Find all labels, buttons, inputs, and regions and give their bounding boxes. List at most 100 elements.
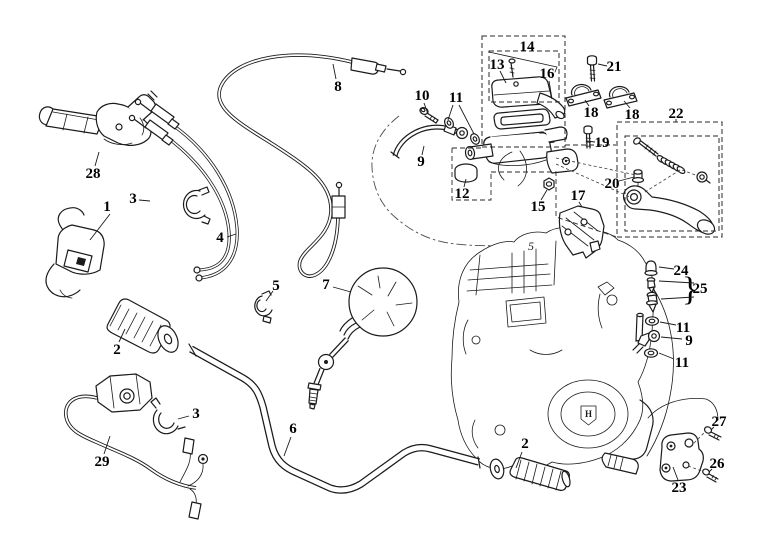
leader-line	[623, 100, 631, 109]
leader-line	[177, 415, 190, 420]
curve-mark: 5	[528, 239, 534, 253]
part-label-23[interactable]: 23	[672, 480, 687, 496]
part-label-29[interactable]: 29	[95, 454, 110, 470]
lever-align-2	[555, 163, 631, 198]
leader-line	[283, 436, 292, 457]
part-label-11[interactable]: 11	[449, 90, 463, 106]
leader-line	[540, 189, 548, 201]
throttle-cables-4	[128, 98, 239, 282]
mirror-7	[307, 267, 418, 410]
part-label-10[interactable]: 10	[415, 88, 430, 104]
clip-5	[254, 290, 273, 324]
leader-line	[94, 151, 100, 167]
engine-stop-switch-1	[45, 207, 105, 299]
group-boxes-layer	[481, 35, 723, 238]
emblem-shield	[580, 405, 597, 426]
master-cylinder-assembly	[454, 51, 579, 191]
leader-line	[710, 426, 715, 431]
part-label-5[interactable]: 5	[272, 278, 280, 294]
leader-line	[515, 451, 523, 469]
leader-line	[618, 176, 635, 182]
part-label-14[interactable]: 14	[520, 39, 536, 55]
leader-line	[118, 328, 126, 343]
guard-17	[558, 205, 605, 259]
grip-2-right	[509, 457, 571, 491]
part-label-22[interactable]: 22	[669, 106, 684, 122]
leader-line	[659, 321, 677, 326]
leader-line	[423, 102, 429, 115]
throttle-assembly-28	[38, 90, 158, 146]
part-label-11[interactable]: 11	[676, 320, 690, 336]
part-label-8[interactable]: 8	[334, 79, 342, 95]
leader-line	[584, 99, 590, 107]
part-label-17[interactable]: 17	[571, 188, 587, 204]
part-label-6[interactable]: 6	[289, 421, 297, 437]
part-label-25[interactable]: 25	[693, 281, 708, 297]
bleed-stack	[632, 260, 661, 358]
bar-end-washer	[489, 458, 505, 480]
part-label-2[interactable]: 2	[113, 342, 121, 358]
part-label-2[interactable]: 2	[521, 436, 529, 452]
clamp-3-lower	[150, 397, 186, 435]
construction-lines-layer	[451, 144, 706, 472]
part-label-27[interactable]: 27	[712, 414, 728, 430]
group-box-14-outer	[481, 35, 566, 148]
part-label-9[interactable]: 9	[685, 333, 693, 349]
brace-25: }	[682, 271, 698, 308]
bracket-align-26	[687, 465, 703, 472]
engine-logo: H	[585, 409, 592, 419]
handlebar-6	[188, 343, 481, 494]
leader-line	[578, 201, 583, 208]
kickstart-pedal	[601, 452, 639, 475]
leader-line	[585, 140, 596, 143]
nut-15	[543, 177, 555, 191]
group-outline-17	[491, 171, 618, 238]
part-label-26[interactable]: 26	[710, 456, 726, 472]
part-label-20[interactable]: 20	[605, 176, 620, 192]
bolt-21	[586, 55, 598, 82]
leader-line	[597, 63, 608, 67]
bracket-23	[659, 426, 722, 483]
leader-line	[708, 468, 713, 473]
leader-line	[447, 104, 454, 121]
group-outline-12	[451, 148, 492, 201]
leader-line	[265, 290, 274, 302]
leader-line	[499, 70, 507, 84]
leader-line	[660, 336, 683, 340]
switch-29	[64, 373, 209, 520]
leader-line	[458, 104, 475, 135]
leader-line	[226, 233, 237, 238]
part-label-3[interactable]: 3	[129, 191, 137, 207]
group-box-22-outer	[616, 121, 723, 238]
clutch-lever-assembly-22	[622, 137, 716, 235]
part-label-13[interactable]: 13	[490, 57, 505, 73]
part-label-12[interactable]: 12	[455, 186, 470, 202]
leader-line	[421, 145, 425, 156]
clutch-cable-8	[217, 53, 407, 278]
part-label-28[interactable]: 28	[86, 166, 101, 182]
part-label-9[interactable]: 9	[417, 154, 425, 170]
part-label-21[interactable]: 21	[607, 59, 622, 75]
frame-curve	[646, 287, 674, 457]
engine-drawing: H	[450, 227, 719, 475]
part-label-11[interactable]: 11	[675, 355, 689, 371]
lever-align-1	[555, 157, 637, 176]
part-label-24[interactable]: 24	[674, 263, 690, 279]
part-label-18[interactable]: 18	[584, 105, 599, 121]
part-label-3[interactable]: 3	[192, 406, 200, 422]
leader-line	[658, 280, 695, 284]
leader-line	[332, 286, 352, 293]
handlebar-clamps-18	[565, 83, 638, 109]
part-label-16[interactable]: 16	[540, 66, 556, 82]
leader-line	[463, 178, 467, 188]
part-label-7[interactable]: 7	[322, 277, 330, 293]
leader-line	[548, 80, 553, 100]
part-label-4[interactable]: 4	[216, 230, 224, 246]
part-label-1[interactable]: 1	[103, 199, 111, 215]
part-label-18[interactable]: 18	[625, 107, 640, 123]
part-label-15[interactable]: 15	[531, 199, 546, 215]
part-label-19[interactable]: 19	[595, 135, 610, 151]
